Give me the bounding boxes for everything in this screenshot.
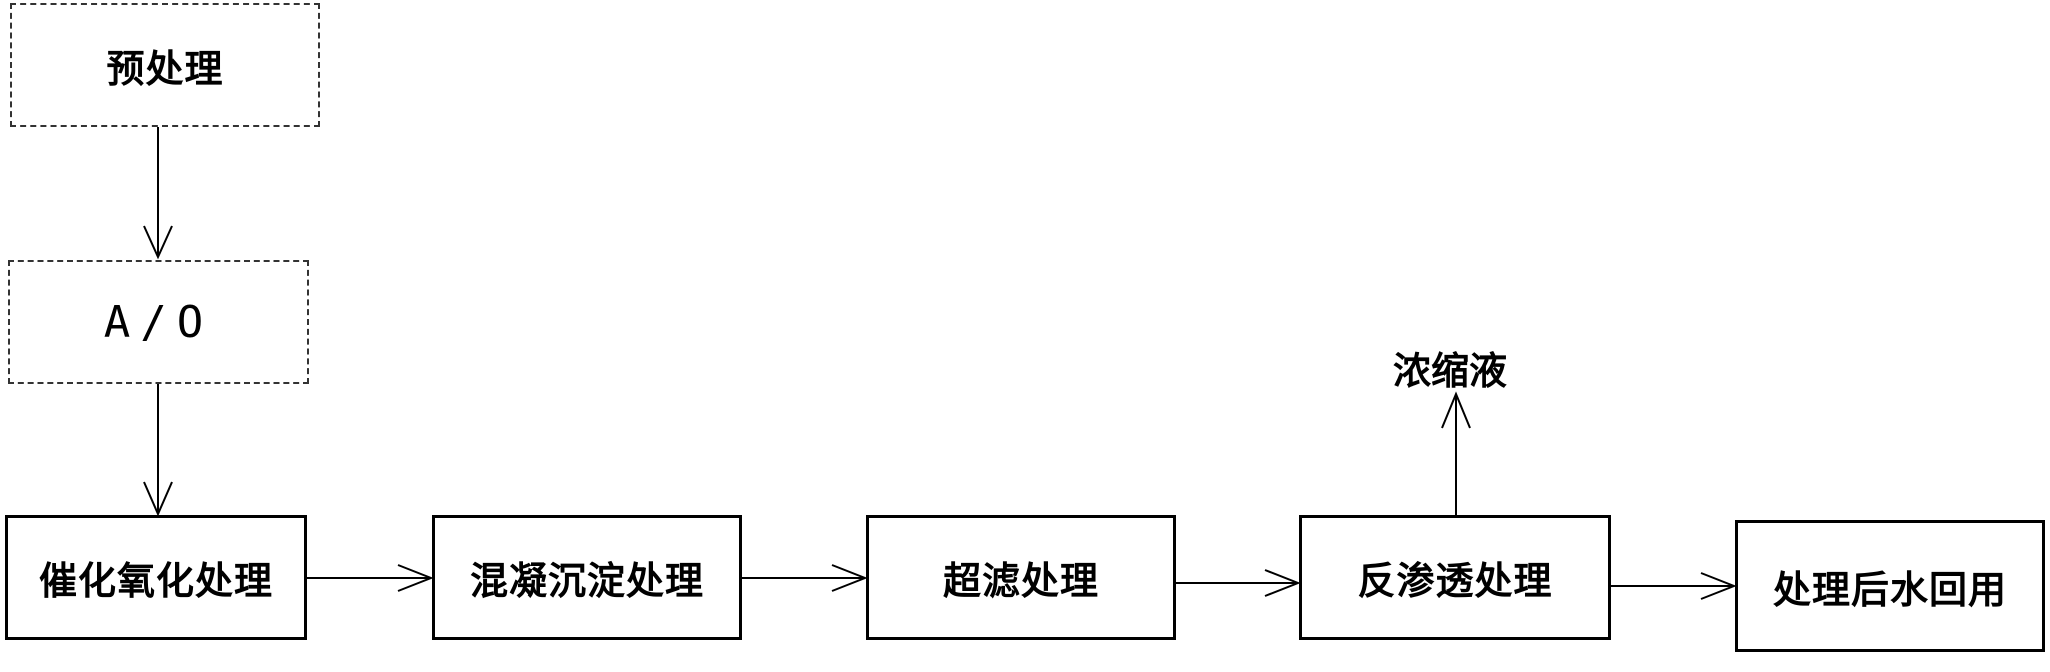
reuse-label: 处理后水回用 xyxy=(1772,567,2007,612)
catalytic-oxidation-box: 催化氧化处理 xyxy=(5,515,307,640)
arrowhead-coagulation xyxy=(397,564,434,592)
catalytic-oxidation-label: 催化氧化处理 xyxy=(38,559,273,603)
arrowhead-concentrate xyxy=(1441,391,1471,429)
pretreatment-box: 预处理 xyxy=(10,3,320,127)
arrowhead-ao xyxy=(143,225,173,260)
arrowhead-ro xyxy=(1264,569,1301,597)
reverse-osmosis-label: 反渗透处理 xyxy=(1357,559,1553,603)
arrowhead-catalytic xyxy=(143,481,173,517)
reuse-box: 处理后水回用 xyxy=(1735,520,2045,652)
ao-label: A/O xyxy=(103,296,214,348)
concentrate-label: 浓缩液 xyxy=(1393,349,1508,393)
coagulation-sedimentation-label: 混凝沉淀处理 xyxy=(469,559,704,603)
pretreatment-label: 预处理 xyxy=(106,46,224,91)
ultrafiltration-box: 超滤处理 xyxy=(866,515,1176,640)
arrowhead-ultrafiltration xyxy=(831,564,868,592)
ao-box: A/O xyxy=(8,260,309,384)
coagulation-sedimentation-box: 混凝沉淀处理 xyxy=(432,515,742,640)
reverse-osmosis-box: 反渗透处理 xyxy=(1299,515,1611,640)
arrowhead-reuse xyxy=(1700,572,1737,600)
ultrafiltration-label: 超滤处理 xyxy=(942,559,1099,603)
